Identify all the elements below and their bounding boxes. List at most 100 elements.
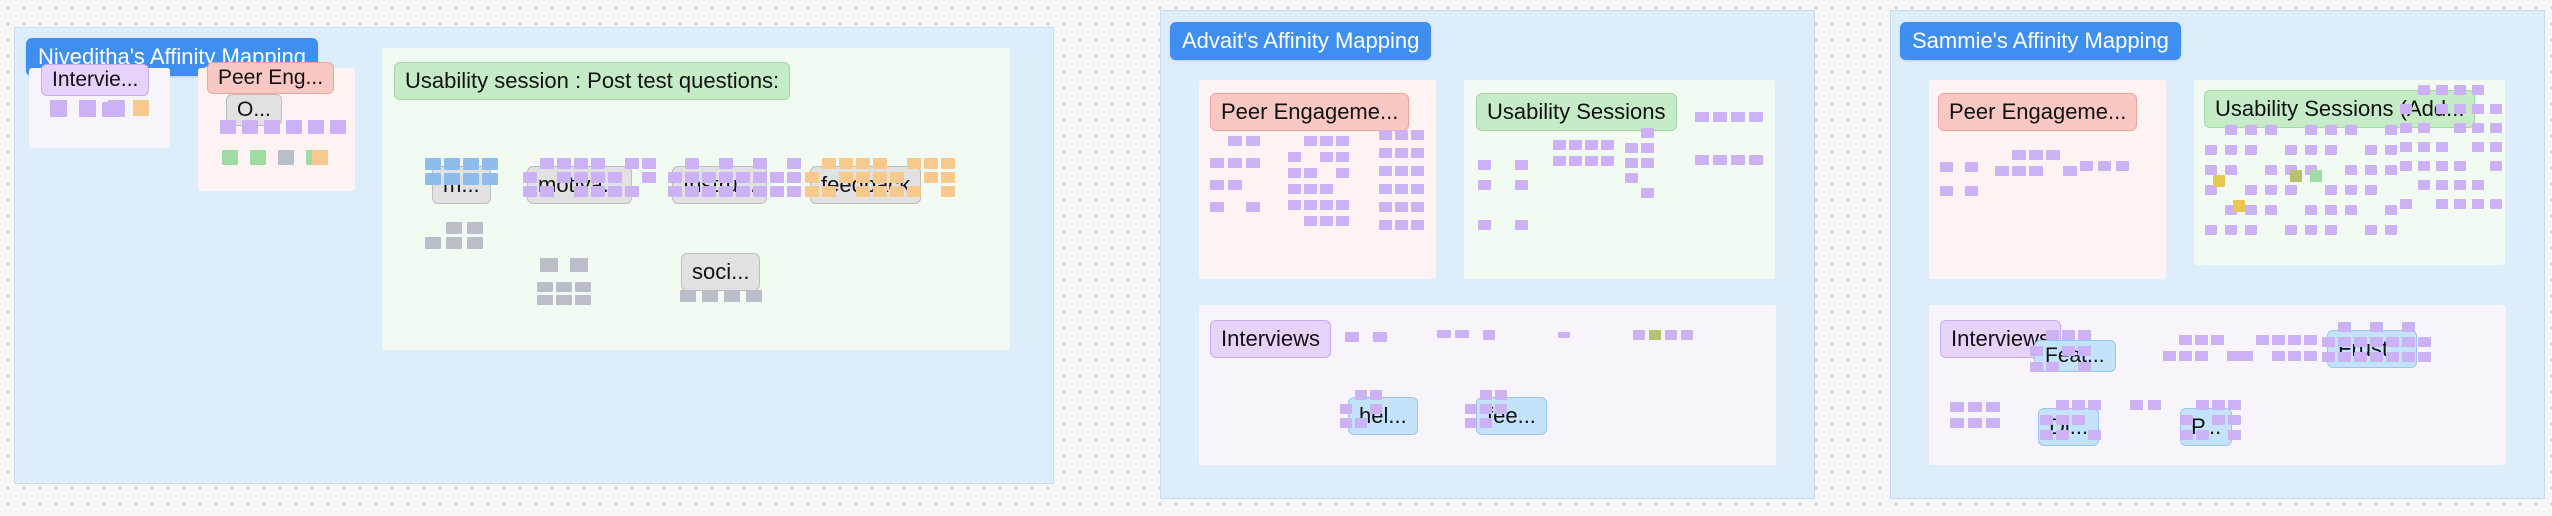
sticky-note[interactable]: [2180, 415, 2193, 425]
sticky-note[interactable]: [642, 172, 656, 183]
sticky-note[interactable]: [2163, 351, 2176, 361]
sticky-note[interactable]: [719, 158, 733, 169]
sticky-note[interactable]: [1968, 418, 1982, 428]
sticky-note[interactable]: [2285, 145, 2297, 155]
sticky-note[interactable]: [1395, 148, 1408, 158]
sticky-note[interactable]: [2078, 330, 2091, 340]
sticky-note[interactable]: [523, 172, 537, 183]
sticky-note[interactable]: [2454, 85, 2466, 95]
sammie-peer-label[interactable]: Peer Engageme...: [1938, 93, 2138, 131]
sticky-note[interactable]: [753, 158, 767, 169]
sticky-note[interactable]: [1320, 200, 1333, 210]
sticky-note[interactable]: [2148, 400, 2161, 410]
sticky-note[interactable]: [625, 186, 639, 197]
sticky-note[interactable]: [2030, 346, 2043, 356]
sticky-note[interactable]: [685, 186, 699, 197]
sticky-note[interactable]: [746, 290, 762, 302]
advait-frame-title[interactable]: Advait's Affinity Mapping: [1170, 22, 1432, 60]
sticky-note[interactable]: [1940, 186, 1953, 196]
sticky-note[interactable]: [753, 172, 767, 183]
sticky-note[interactable]: [1373, 332, 1387, 342]
sticky-note[interactable]: [482, 173, 498, 185]
sticky-note[interactable]: [2454, 199, 2466, 209]
sticky-note[interactable]: [1569, 140, 1582, 150]
sticky-note[interactable]: [1713, 155, 1727, 165]
sticky-note[interactable]: [2345, 185, 2357, 195]
sticky-note[interactable]: [575, 295, 591, 305]
sticky-note[interactable]: [2196, 400, 2209, 410]
sticky-note[interactable]: [924, 172, 938, 183]
sticky-note[interactable]: [736, 172, 750, 183]
sticky-note[interactable]: [2012, 150, 2026, 160]
sticky-note[interactable]: [2490, 142, 2502, 152]
sticky-note[interactable]: [1625, 158, 1638, 168]
sticky-note[interactable]: [2272, 335, 2285, 345]
sticky-note[interactable]: [2225, 165, 2237, 175]
sticky-note[interactable]: [2354, 352, 2367, 362]
sticky-note[interactable]: [1713, 112, 1727, 122]
sticky-note[interactable]: [2400, 142, 2412, 152]
sticky-note[interactable]: [2305, 145, 2317, 155]
sticky-note[interactable]: [685, 158, 699, 169]
sticky-note[interactable]: [278, 150, 294, 165]
sticky-note[interactable]: [540, 158, 554, 169]
sticky-note[interactable]: [2385, 225, 2397, 235]
sticky-note[interactable]: [1379, 202, 1392, 212]
sticky-note[interactable]: [1478, 180, 1491, 190]
sticky-note[interactable]: [941, 158, 955, 169]
sticky-note[interactable]: [924, 158, 938, 169]
sticky-note[interactable]: [2338, 322, 2351, 332]
sticky-note[interactable]: [591, 158, 605, 169]
sticky-note[interactable]: [264, 120, 280, 134]
sticky-note[interactable]: [787, 172, 801, 183]
sticky-note[interactable]: [2400, 161, 2412, 171]
cluster-feedback-advait[interactable]: fee...: [1476, 397, 1547, 435]
sticky-note[interactable]: [625, 158, 639, 169]
sticky-note[interactable]: [308, 120, 324, 134]
sticky-note[interactable]: [608, 172, 622, 183]
sticky-note[interactable]: [2370, 352, 2383, 362]
sticky-note[interactable]: [1304, 136, 1317, 146]
sticky-note[interactable]: [1495, 404, 1507, 414]
sticky-note[interactable]: [1465, 418, 1477, 428]
sticky-note[interactable]: [2088, 400, 2101, 410]
sticky-note[interactable]: [2078, 346, 2091, 356]
sticky-note[interactable]: [1345, 332, 1359, 342]
sticky-note[interactable]: [1455, 330, 1469, 338]
sticky-note[interactable]: [1288, 184, 1301, 194]
sticky-note[interactable]: [2240, 351, 2253, 361]
sticky-note[interactable]: [575, 282, 591, 292]
sticky-note[interactable]: [312, 150, 328, 165]
sticky-note[interactable]: [2072, 400, 2085, 410]
sticky-note[interactable]: [2310, 170, 2322, 182]
sticky-note[interactable]: [2365, 185, 2377, 195]
sticky-note[interactable]: [1304, 184, 1317, 194]
sticky-note[interactable]: [1288, 168, 1301, 178]
sticky-note[interactable]: [2212, 415, 2225, 425]
sticky-note[interactable]: [1625, 173, 1638, 183]
sticky-note[interactable]: [1210, 202, 1224, 212]
sticky-note[interactable]: [2304, 335, 2317, 345]
sticky-note[interactable]: [2228, 400, 2241, 410]
sticky-note[interactable]: [2285, 185, 2297, 195]
sticky-note[interactable]: [2265, 205, 2277, 215]
sticky-note[interactable]: [2436, 199, 2448, 209]
sticky-note[interactable]: [1495, 390, 1507, 400]
sticky-note[interactable]: [523, 186, 537, 197]
sticky-note[interactable]: [2345, 165, 2357, 175]
sticky-note[interactable]: [1749, 112, 1763, 122]
sticky-note[interactable]: [1695, 155, 1709, 165]
sticky-note[interactable]: [1210, 158, 1224, 168]
sticky-note[interactable]: [1336, 136, 1349, 146]
sticky-note[interactable]: [2402, 352, 2415, 362]
sticky-note[interactable]: [2305, 205, 2317, 215]
sticky-note[interactable]: [702, 186, 716, 197]
sticky-note[interactable]: [2472, 104, 2484, 114]
sticky-note[interactable]: [2195, 335, 2208, 345]
sticky-note[interactable]: [1478, 160, 1491, 170]
sticky-note[interactable]: [2227, 351, 2240, 361]
sticky-note[interactable]: [1649, 330, 1661, 340]
sticky-note[interactable]: [1553, 156, 1566, 166]
sticky-note[interactable]: [2012, 166, 2026, 176]
sticky-note[interactable]: [2088, 430, 2101, 440]
